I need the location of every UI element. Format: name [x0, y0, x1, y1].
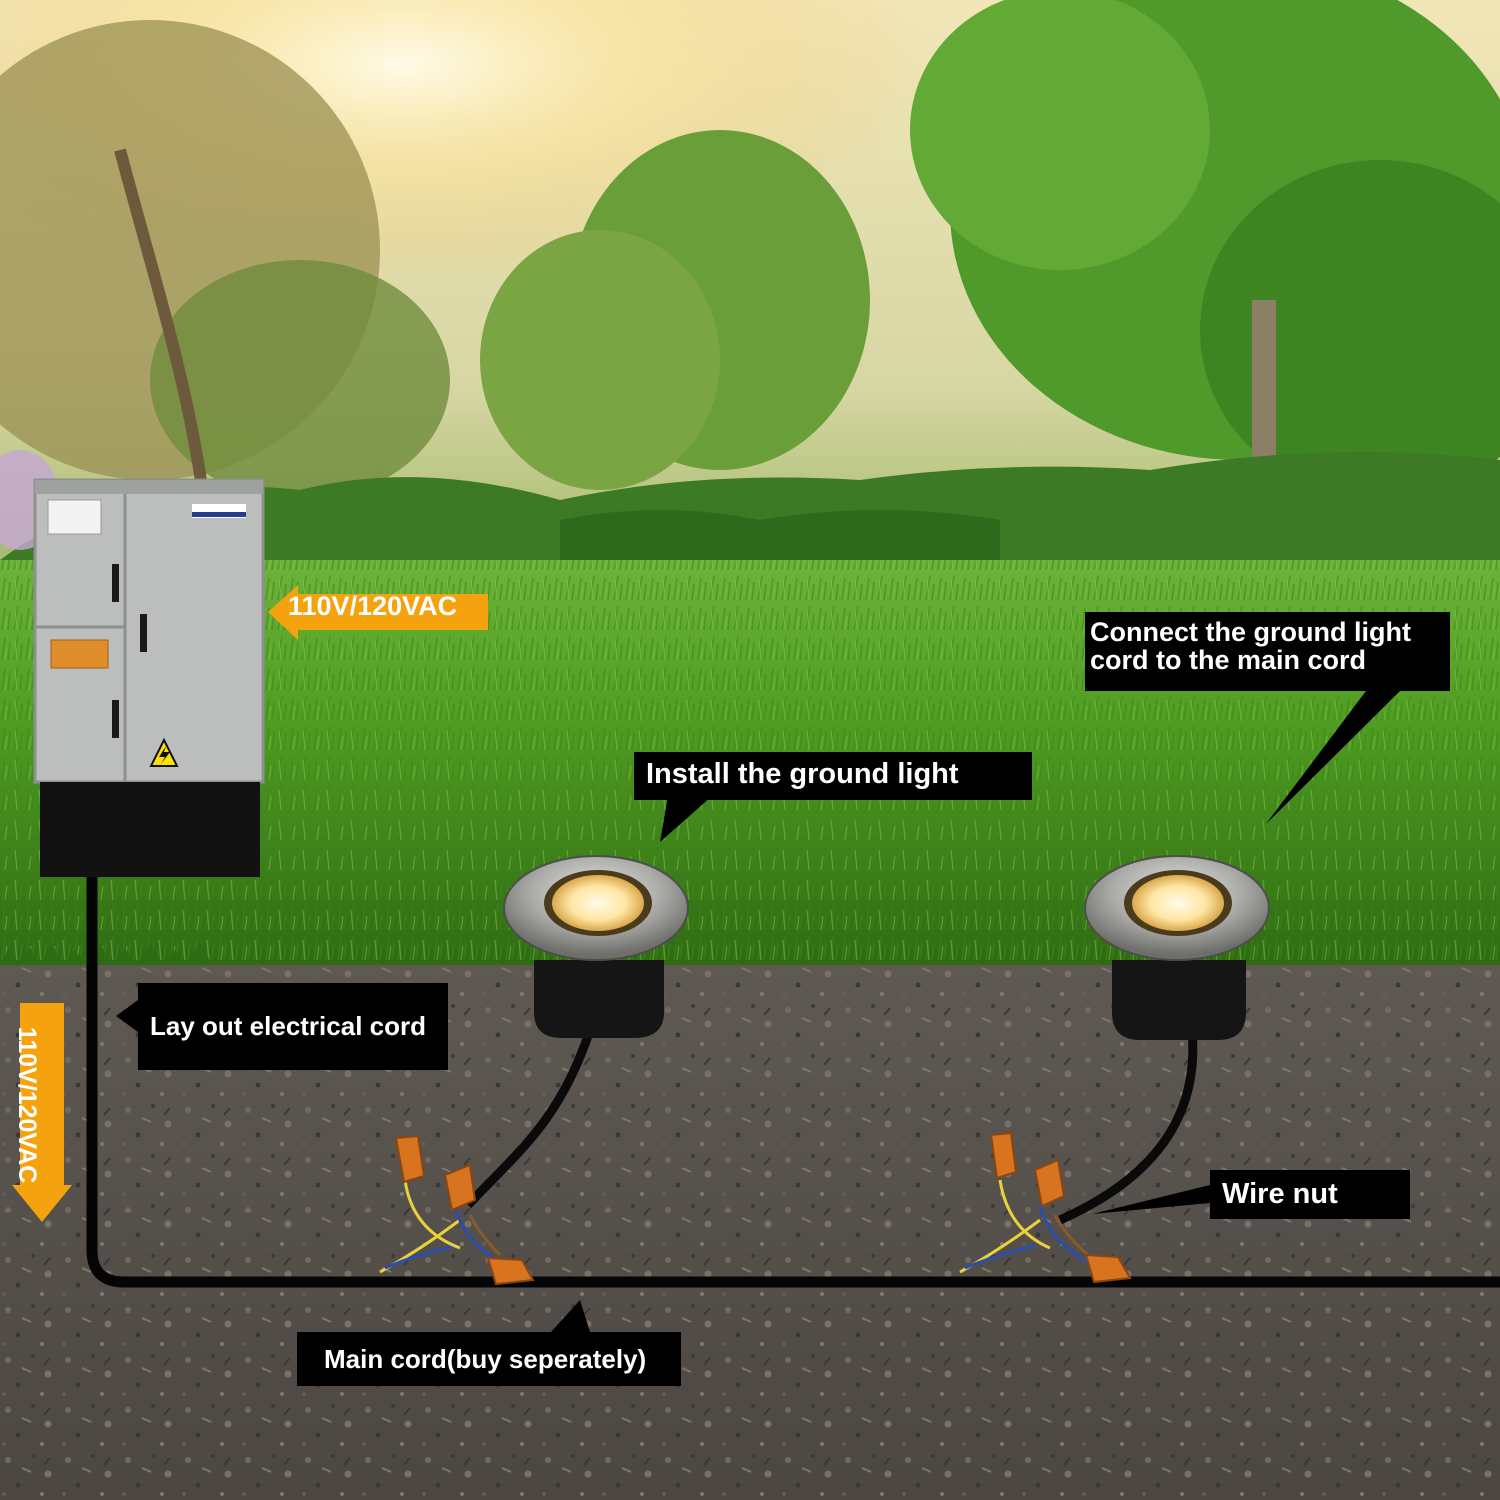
callout-layout-text: Lay out electrical cord	[150, 1011, 426, 1041]
pointer-install	[660, 796, 712, 842]
ground-light-2	[1058, 855, 1270, 1225]
pointer-maincord	[551, 1300, 590, 1332]
background-trees	[0, 0, 1500, 561]
light-glow-2	[1132, 875, 1224, 931]
wire-connection-2	[959, 1131, 1132, 1284]
main-cord-line	[86, 877, 1500, 1288]
electrical-cabinet	[33, 478, 265, 877]
callout-lay-out-cord: Lay out electrical cord	[138, 983, 448, 1070]
callout-install-text: Install the ground light	[646, 758, 959, 790]
callout-main-cord: Main cord(buy seperately)	[297, 1332, 681, 1386]
callout-connect-line1: Connect the ground light	[1090, 617, 1411, 647]
pointer-layout	[116, 1000, 138, 1032]
orange-arrow-left	[268, 585, 488, 640]
high-voltage-warning-icon	[149, 737, 179, 767]
wire-connection-1	[379, 1134, 535, 1286]
callout-maincord-text: Main cord(buy seperately)	[324, 1344, 647, 1374]
pointer-connect	[1266, 691, 1400, 824]
callout-connect-cords: Connect the ground light cord to the mai…	[1085, 612, 1450, 691]
voltage-label-side: 110V/120VAC	[13, 1026, 41, 1184]
wire-nut-icon	[989, 1131, 1132, 1284]
callout-connect-line2: cord to the main cord	[1090, 645, 1367, 675]
light-glow-1	[552, 875, 644, 931]
orange-arrow-down	[12, 1003, 72, 1222]
pointer-wirenut	[1092, 1185, 1210, 1214]
voltage-label-top: 110V/120VAC	[288, 591, 458, 621]
ground-light-1	[464, 855, 689, 1209]
callout-install-ground-light: Install the ground light	[634, 752, 1032, 800]
callout-wire-nut: Wire nut	[1210, 1170, 1410, 1219]
wire-nut-icon	[394, 1134, 535, 1286]
callout-wirenut-text: Wire nut	[1222, 1178, 1338, 1210]
